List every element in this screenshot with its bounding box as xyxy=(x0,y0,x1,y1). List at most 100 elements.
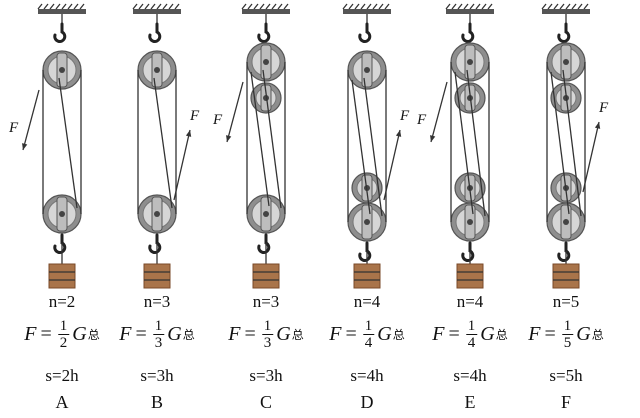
n-label: n=3 xyxy=(252,292,280,311)
formula-g: G xyxy=(72,323,87,345)
fixed-pulley-axle xyxy=(154,67,160,73)
fraction-numerator: 1 xyxy=(152,318,165,335)
fraction-denominator: 3 xyxy=(154,335,163,351)
load-block xyxy=(143,263,171,289)
fixed-pulley-axle xyxy=(467,59,473,65)
option-letter: D xyxy=(360,392,374,412)
fixed-pulley-axle xyxy=(263,59,269,65)
ceiling-hook xyxy=(358,22,372,43)
n-label: n=4 xyxy=(353,292,381,311)
ceiling-hatch xyxy=(132,3,138,10)
ceiling-hatch xyxy=(265,3,271,10)
formula-fraction: 1 4 xyxy=(362,318,375,351)
formula-g: G xyxy=(377,323,392,345)
ceiling-hatch xyxy=(445,3,451,10)
ceiling-hatch xyxy=(73,3,79,10)
fixed-pulley-axle xyxy=(364,67,370,73)
ceiling xyxy=(542,9,590,14)
pull-force-arrow-head xyxy=(185,130,192,137)
formula-g-subscript: 总 xyxy=(495,328,508,342)
formula-lhs: F xyxy=(228,323,241,345)
ceiling-hatch xyxy=(571,3,577,10)
formula-fraction: 1 4 xyxy=(465,318,478,351)
formula-lhs: F xyxy=(329,323,342,345)
ceiling-hatch xyxy=(241,3,247,10)
pull-force-arrow-head xyxy=(226,135,232,142)
load-block xyxy=(252,263,280,289)
fraction-numerator: 1 xyxy=(561,318,574,335)
ceiling-hatch xyxy=(481,3,487,10)
pull-force-arrow-head xyxy=(594,122,601,129)
force-label: F xyxy=(213,112,223,128)
ceiling-hook xyxy=(53,22,67,43)
movable-pulley-axle xyxy=(364,219,370,225)
load-block xyxy=(456,263,484,289)
ceiling xyxy=(242,9,290,14)
ceiling-hatch xyxy=(156,3,162,10)
formula-eq: = xyxy=(448,323,460,345)
fraction-denominator: 4 xyxy=(467,335,476,351)
movable-hook xyxy=(461,241,475,262)
rope-cross xyxy=(153,77,173,209)
load-block xyxy=(48,263,76,289)
ceiling-hatch xyxy=(565,3,571,10)
formula-g: G xyxy=(276,323,291,345)
formula-g-subscript: 总 xyxy=(392,328,405,342)
rope-cross xyxy=(58,77,78,209)
n-label: n=5 xyxy=(552,292,580,311)
formula-lhs: F xyxy=(528,323,541,345)
ceiling-hatch xyxy=(79,3,85,10)
rope-cross-2 xyxy=(351,79,371,215)
movable-hook xyxy=(257,233,271,254)
force-label: F xyxy=(190,108,200,124)
fraction-denominator: 5 xyxy=(563,335,572,351)
ceiling-hatch xyxy=(487,3,493,10)
formula-g-subscript: 总 xyxy=(182,328,195,342)
formula-lhs: F xyxy=(119,323,132,345)
formula-eq: = xyxy=(40,323,52,345)
ceiling-hatch xyxy=(144,3,150,10)
ceiling-hatch xyxy=(360,3,366,10)
movable-hook xyxy=(53,233,67,254)
rope-cross-2 xyxy=(454,71,474,215)
movable-pulley-axle xyxy=(263,211,269,217)
fraction-denominator: 2 xyxy=(59,335,68,351)
formula-eq: = xyxy=(544,323,556,345)
rope-cross xyxy=(466,69,486,217)
fraction-numerator: 1 xyxy=(261,318,274,335)
fraction-denominator: 3 xyxy=(263,335,272,351)
formula-g: G xyxy=(576,323,591,345)
ceiling-hatch xyxy=(553,3,559,10)
ceiling-hatch xyxy=(451,3,457,10)
ceiling-hatch xyxy=(463,3,469,10)
ceiling-hatch xyxy=(61,3,67,10)
pull-force-arrow xyxy=(582,121,600,193)
ceiling-hook xyxy=(257,22,271,43)
formula-eq: = xyxy=(345,323,357,345)
ceiling-hatch xyxy=(378,3,384,10)
ceiling-hatch xyxy=(174,3,180,10)
movable-hook xyxy=(148,233,162,254)
ceiling-hatch xyxy=(457,3,463,10)
ceiling-hatch xyxy=(547,3,553,10)
s-label: s=5h xyxy=(549,366,583,385)
formula-g-subscript: 总 xyxy=(291,328,304,342)
formula-g: G xyxy=(480,323,495,345)
ceiling-hook xyxy=(461,22,475,43)
ceiling-hook xyxy=(148,22,162,43)
rope-cross-2 xyxy=(550,71,570,215)
fraction-numerator: 1 xyxy=(57,318,70,335)
formula-g: G xyxy=(167,323,182,345)
rope-cross-2 xyxy=(250,71,270,207)
s-label: s=3h xyxy=(140,366,174,385)
ceiling-hatch xyxy=(150,3,156,10)
fixed-pulley-axle xyxy=(59,67,65,73)
movable-pulley-axle xyxy=(563,219,569,225)
movable-hook xyxy=(358,241,372,262)
movable-pulley-axle xyxy=(467,219,473,225)
